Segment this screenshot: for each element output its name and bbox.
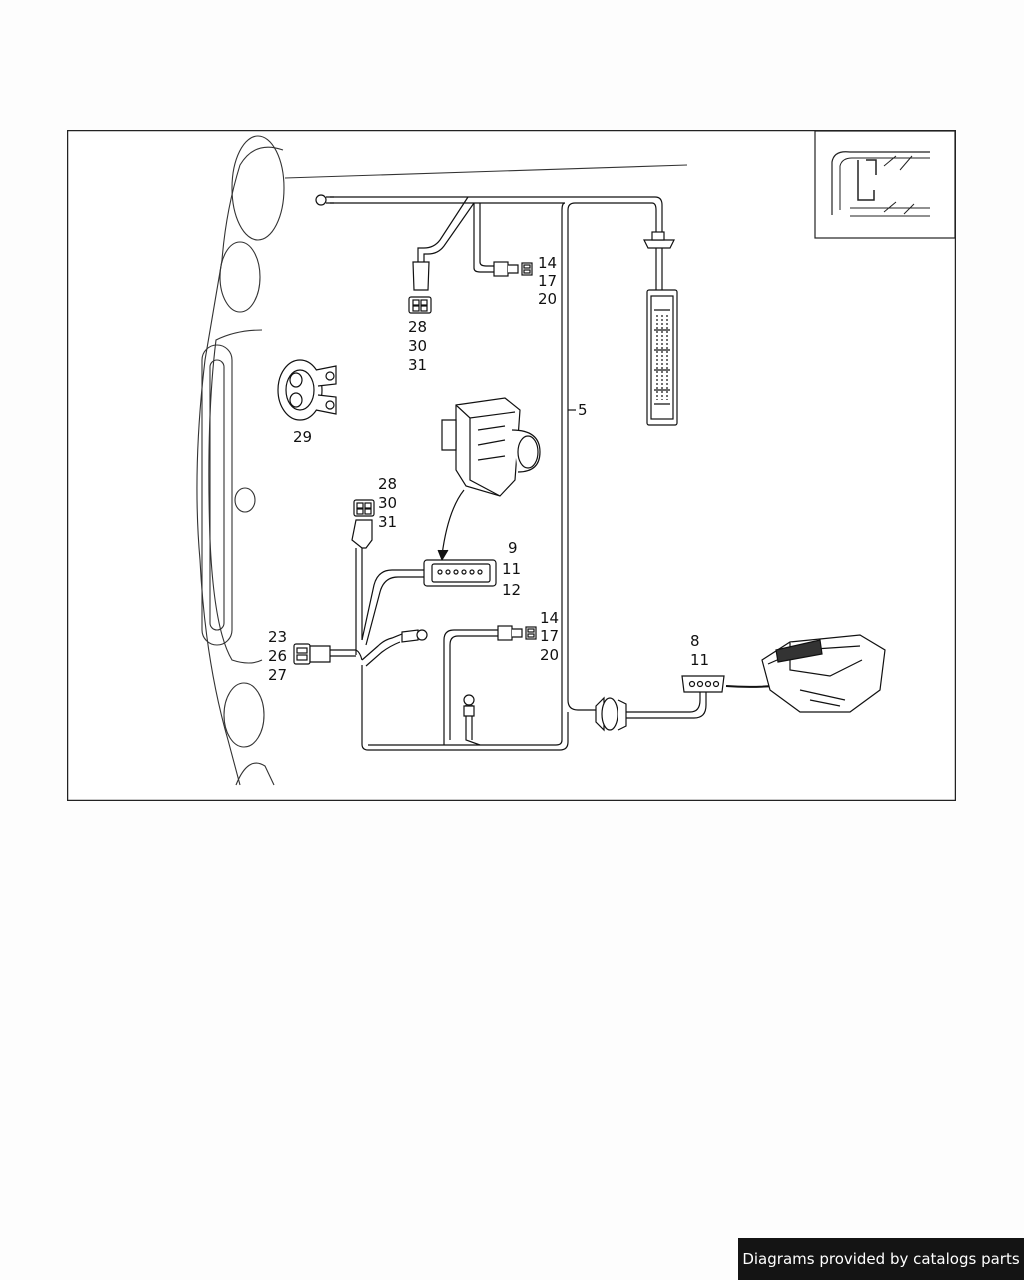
control-unit [761,634,886,713]
callout-right-2: 11 [690,651,709,669]
hydraulic-unit [441,397,541,497]
callout-top-right-2: 17 [538,272,557,290]
right-connector [681,675,725,693]
callout-ecu-3: 12 [502,581,521,599]
left-side-connector [293,643,331,665]
callout-left-side-1: 23 [268,628,287,646]
ecu-connector [423,559,497,587]
vehicle-body-outline [196,135,688,786]
callout-top-right-1: 14 [538,254,557,272]
callout-left-side-2: 26 [268,647,287,665]
wiring-diagram-drawing: 14 17 20 28 30 31 29 5 28 30 31 9 11 12 … [67,130,956,801]
vehicle-location-thumbnail [814,130,956,239]
callout-ecu-2: 11 [502,560,521,578]
callout-grommet: 29 [293,428,312,446]
assembly-arrow [441,489,465,556]
callout-left-plug-2: 30 [378,494,397,512]
callout-right-1: 8 [690,632,700,650]
left-plug-connector [351,499,375,549]
footer-credit: Diagrams provided by catalogs parts [738,1238,1024,1280]
wiring-diagram: 14 17 20 28 30 31 29 5 28 30 31 9 11 12 … [67,130,956,801]
control-module-strip [643,231,678,426]
callout-harness: 5 [578,401,588,419]
callout-mid-2: 17 [540,627,559,645]
callout-ecu-1: 9 [508,539,518,557]
callout-top-plug-2: 30 [408,337,427,355]
top-right-connector [493,261,533,277]
callout-mid-1: 14 [540,609,559,627]
callout-left-plug-3: 31 [378,513,397,531]
footer-credit-text: Diagrams provided by catalogs parts [742,1250,1020,1268]
callout-labels: 14 17 20 28 30 31 29 5 28 30 31 9 11 12 … [268,254,709,684]
ring-terminal-top [315,194,334,206]
mid-connector [497,625,537,641]
top-plug-connector [408,261,432,314]
callout-top-plug-1: 28 [408,318,427,336]
wire-harness [330,196,707,751]
ring-terminal-mid [401,629,428,643]
callout-left-plug-1: 28 [378,475,397,493]
callout-left-side-3: 27 [268,666,287,684]
callout-mid-3: 20 [540,646,559,664]
callout-top-right-3: 20 [538,290,557,308]
bulkhead-grommet [595,696,627,732]
grommet-part [277,359,337,421]
callout-top-plug-3: 31 [408,356,427,374]
ground-terminal [463,694,475,717]
